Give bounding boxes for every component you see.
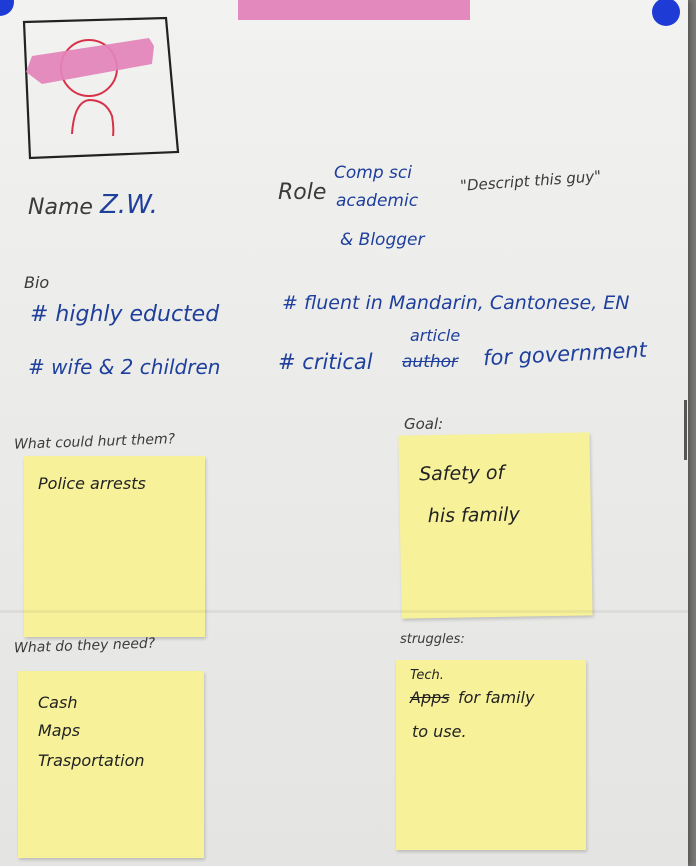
role-line-3: & Blogger — [340, 230, 425, 250]
note-line: Trasportation — [38, 751, 145, 770]
note-line: Maps — [38, 721, 81, 740]
sticky-note-struggles: Tech. Apps for family to use. — [396, 660, 586, 850]
note-line: Cash — [38, 693, 78, 712]
bio-label: Bio — [24, 273, 50, 292]
role-line-1: Comp sci — [334, 163, 412, 183]
sticky-note-hurt: Police arrests — [24, 456, 205, 637]
hurt-label: What could hurt them? — [13, 431, 176, 453]
note-struck-word: Apps — [410, 688, 450, 707]
name-value: Z.W. — [100, 190, 158, 220]
note-line: Safety of — [418, 461, 505, 486]
bio-item-education: # highly educted — [30, 302, 220, 327]
avatar-tape — [26, 38, 154, 84]
sticky-note-goal: Safety of his family — [398, 432, 593, 619]
avatar-sketch — [22, 16, 180, 160]
bio-item-languages: # fluent in Mandarin, Cantonese, EN — [282, 292, 630, 314]
needs-label: What do they need? — [13, 635, 156, 657]
note-line: Police arrests — [38, 474, 146, 493]
goal-label: Goal: — [404, 415, 444, 433]
sticky-note-needs: Cash Maps Trasportation — [18, 671, 204, 858]
role-line-2: academic — [336, 191, 419, 211]
role-label: Role — [278, 180, 327, 205]
blue-pushpin-right — [652, 0, 680, 26]
bio-item-family: # wife & 2 children — [28, 355, 221, 379]
blue-pushpin-left — [0, 0, 14, 16]
note-inserted-word: Tech. — [410, 668, 444, 683]
bio-item-critical: # critical — [278, 350, 373, 374]
struggles-label: struggles: — [400, 632, 465, 647]
bio-struck-word: author — [402, 352, 459, 372]
bio-inserted-word: article — [410, 326, 461, 345]
note-line: for family — [458, 688, 535, 707]
note-line: to use. — [412, 722, 467, 741]
description-note: "Descript this guy" — [459, 167, 602, 195]
name-label: Name — [28, 195, 93, 220]
avatar-shoulders — [71, 98, 115, 137]
pink-tape — [238, 0, 470, 20]
note-line: his family — [427, 503, 520, 528]
edge-mark — [684, 400, 687, 460]
avatar-frame — [22, 16, 180, 160]
bio-item-government: for government — [482, 337, 648, 371]
